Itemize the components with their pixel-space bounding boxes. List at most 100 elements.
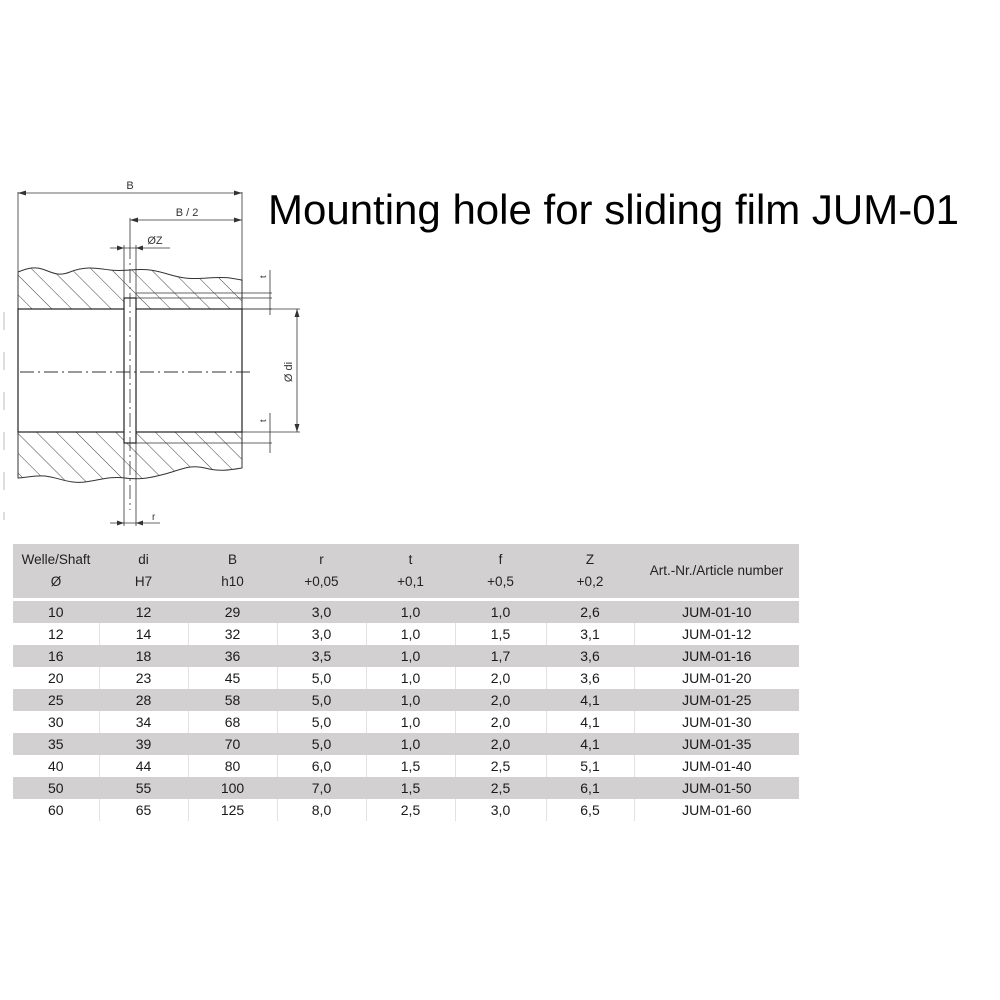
cell-t: 1,0 — [365, 733, 455, 755]
cell-shaft: 20 — [13, 667, 99, 689]
dimension-label-z: ØZ — [147, 235, 163, 247]
cell-f: 2,0 — [454, 733, 546, 755]
cell-r: 3,0 — [276, 601, 366, 623]
cell-article-number: JUM-01-25 — [633, 689, 799, 711]
dimension-label-half-b: B / 2 — [176, 207, 199, 219]
cell-shaft: 16 — [13, 645, 99, 667]
dimension-label-b: B — [126, 180, 133, 192]
header-z: Z +0,2 — [546, 544, 634, 598]
cell-article-number: JUM-01-12 — [633, 623, 799, 645]
cell-b: 70 — [187, 733, 277, 755]
header-di: di H7 — [99, 544, 188, 598]
header-f: f +0,5 — [455, 544, 546, 598]
cell-di: 55 — [98, 777, 188, 799]
cell-di: 65 — [98, 799, 188, 821]
lower-housing-section — [17, 431, 243, 483]
cell-f: 1,7 — [454, 645, 546, 667]
cell-z: 3,6 — [545, 645, 634, 667]
cell-di: 34 — [98, 711, 188, 733]
cell-article-number: JUM-01-60 — [633, 799, 799, 821]
cell-t: 2,5 — [365, 799, 455, 821]
cell-b: 100 — [187, 777, 277, 799]
dimensions-table: Welle/Shaft Ø di H7 B h10 r +0,05 t +0,1… — [13, 544, 799, 821]
cell-t: 1,0 — [365, 623, 455, 645]
header-r: r +0,05 — [277, 544, 366, 598]
cell-f: 2,0 — [454, 667, 546, 689]
dimension-label-di: Ø di — [283, 362, 295, 382]
cell-f: 3,0 — [454, 799, 546, 821]
cell-z: 6,5 — [545, 799, 634, 821]
table-header-row: Welle/Shaft Ø di H7 B h10 r +0,05 t +0,1… — [13, 544, 799, 598]
cell-shaft: 10 — [13, 601, 99, 623]
cell-di: 39 — [98, 733, 188, 755]
cell-r: 6,0 — [276, 755, 366, 777]
cell-di: 23 — [98, 667, 188, 689]
cell-di: 44 — [98, 755, 188, 777]
cell-z: 4,1 — [545, 689, 634, 711]
cell-f: 2,5 — [454, 777, 546, 799]
cell-z: 2,6 — [545, 601, 634, 623]
cell-r: 5,0 — [276, 667, 366, 689]
cell-t: 1,5 — [365, 777, 455, 799]
cell-article-number: JUM-01-50 — [633, 777, 799, 799]
cell-shaft: 12 — [13, 623, 99, 645]
cell-shaft: 40 — [13, 755, 99, 777]
cell-shaft: 30 — [13, 711, 99, 733]
cell-di: 28 — [98, 689, 188, 711]
dimension-label-r: r — [152, 512, 156, 523]
cell-b: 29 — [187, 601, 277, 623]
cell-di: 12 — [98, 601, 188, 623]
dimension-label-t-top: t — [258, 275, 268, 278]
page-title: Mounting hole for sliding film JUM-01 — [268, 186, 959, 233]
cell-t: 1,0 — [365, 645, 455, 667]
header-b: B h10 — [188, 544, 277, 598]
header-t: t +0,1 — [366, 544, 455, 598]
cell-z: 3,1 — [545, 623, 634, 645]
cell-di: 14 — [98, 623, 188, 645]
cell-article-number: JUM-01-30 — [633, 711, 799, 733]
cell-b: 58 — [187, 689, 277, 711]
cell-shaft: 25 — [13, 689, 99, 711]
cell-t: 1,5 — [365, 755, 455, 777]
cell-f: 1,0 — [454, 601, 546, 623]
cell-f: 2,5 — [454, 755, 546, 777]
cell-r: 3,5 — [276, 645, 366, 667]
cell-shaft: 35 — [13, 733, 99, 755]
cell-article-number: JUM-01-20 — [633, 667, 799, 689]
cell-z: 6,1 — [545, 777, 634, 799]
cell-t: 1,0 — [365, 601, 455, 623]
cell-b: 32 — [187, 623, 277, 645]
cell-r: 3,0 — [276, 623, 366, 645]
header-shaft: Welle/Shaft Ø — [13, 544, 99, 598]
header-article-number: Art.-Nr./Article number — [634, 544, 799, 598]
cell-r: 5,0 — [276, 689, 366, 711]
cell-di: 18 — [98, 645, 188, 667]
cell-shaft: 50 — [13, 777, 99, 799]
cell-t: 1,0 — [365, 711, 455, 733]
cell-r: 8,0 — [276, 799, 366, 821]
cell-t: 1,0 — [365, 689, 455, 711]
cell-b: 45 — [187, 667, 277, 689]
cell-shaft: 60 — [13, 799, 99, 821]
cell-r: 5,0 — [276, 711, 366, 733]
cell-z: 4,1 — [545, 733, 634, 755]
cell-z: 3,6 — [545, 667, 634, 689]
cell-b: 36 — [187, 645, 277, 667]
cell-z: 5,1 — [545, 755, 634, 777]
cell-r: 7,0 — [276, 777, 366, 799]
cell-article-number: JUM-01-16 — [633, 645, 799, 667]
cell-b: 125 — [187, 799, 277, 821]
cell-article-number: JUM-01-35 — [633, 733, 799, 755]
mounting-hole-drawing: B B / 2 ØZ t Ø di t r — [3, 180, 300, 526]
cell-b: 80 — [187, 755, 277, 777]
